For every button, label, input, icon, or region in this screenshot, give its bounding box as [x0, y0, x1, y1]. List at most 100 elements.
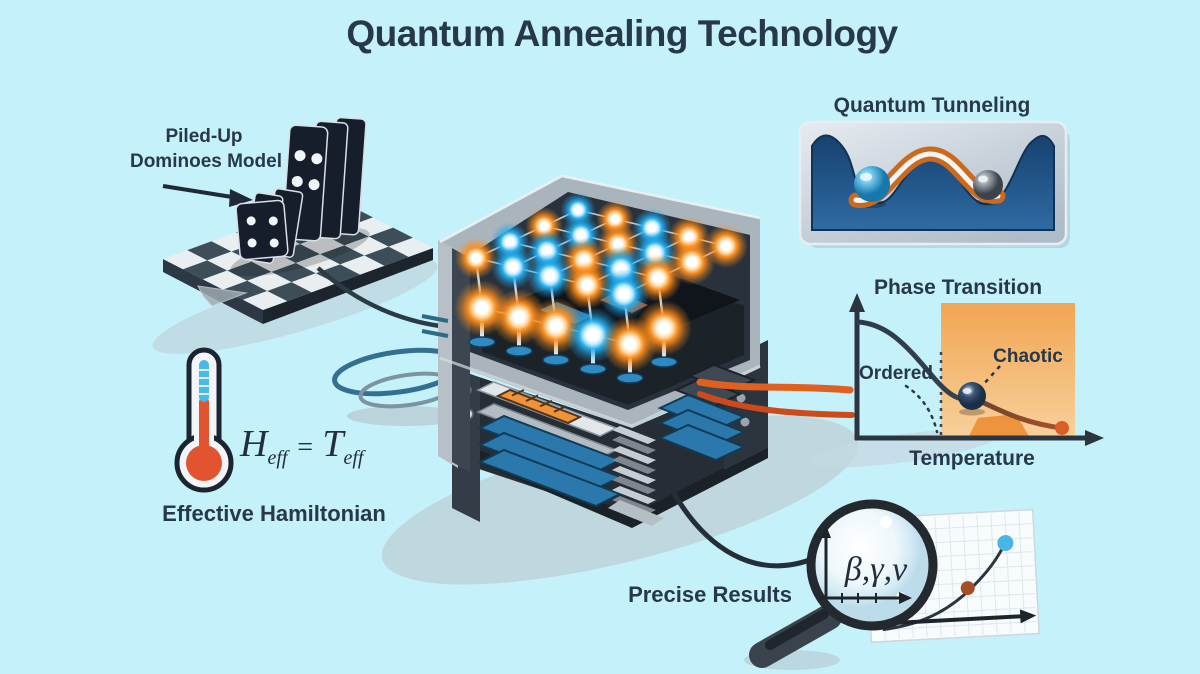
heatsink-fin — [612, 486, 656, 504]
phase-sphere-highlight — [962, 388, 972, 394]
lattice-node — [598, 268, 650, 320]
dominoes-label-line1: Piled-Up — [165, 126, 242, 147]
checker-square — [271, 263, 316, 283]
chaotic-region-blob — [968, 414, 1030, 438]
checker-square — [243, 290, 288, 310]
orange-cable-bottom — [697, 391, 855, 418]
circuit-slab — [657, 423, 747, 462]
blue-particle — [854, 166, 890, 202]
stub-wire — [421, 329, 449, 338]
checker-square — [163, 250, 208, 270]
screw-icon — [740, 417, 750, 427]
checker-square — [340, 255, 385, 275]
tunneling-title: Quantum Tunneling — [834, 94, 1031, 117]
domino-front — [235, 199, 289, 261]
heatsink-fin — [612, 496, 656, 514]
board-side-front — [263, 248, 433, 324]
formula-h-sub: eff — [267, 447, 289, 469]
phase-curve — [855, 319, 1065, 431]
hamiltonian-section: Heff=Teff Effective Hamiltonian — [162, 347, 386, 526]
circuit-slab — [477, 448, 623, 508]
checker-square — [183, 260, 228, 280]
lattice-node — [526, 252, 574, 300]
grid-line — [990, 513, 998, 634]
wire-machine-to-magnifier — [669, 487, 818, 569]
checker-square — [187, 241, 232, 261]
formula-equals: = — [295, 432, 314, 463]
checker-square — [275, 243, 321, 264]
screw-icon — [736, 393, 746, 403]
heatsink — [608, 426, 664, 526]
thermometer-icon — [174, 347, 234, 493]
lattice-node — [491, 245, 535, 289]
lattice-base — [579, 363, 607, 375]
orange-cable-top — [696, 378, 854, 394]
page-title: Quantum Annealing Technology — [346, 13, 898, 54]
gray-particle — [973, 170, 1003, 200]
board-arrow-icon — [197, 285, 248, 307]
lattice-base — [542, 354, 570, 366]
phase-x-arrow — [1085, 430, 1104, 446]
checker-square — [267, 282, 312, 302]
rim-top-highlight — [439, 174, 761, 244]
heatsink-cap — [608, 500, 664, 526]
checker-square — [300, 235, 345, 255]
phase-transition-chart: Phase Transition Ordered Chaotic Tempera… — [849, 276, 1104, 470]
orange-indicator-bar — [495, 388, 583, 425]
temperature-label: Temperature — [909, 447, 1035, 470]
phase-sphere — [958, 382, 986, 410]
grid-line — [1004, 513, 1012, 633]
lattice-node — [455, 237, 497, 279]
checker-square — [344, 236, 389, 256]
checker-square — [203, 270, 248, 290]
heatsink-fin — [612, 476, 656, 494]
magnifier-lens: β,γ,ν — [806, 499, 938, 631]
checker-square — [364, 246, 409, 266]
grid-line — [976, 514, 984, 635]
formula-t: T — [322, 423, 346, 465]
checker-square — [251, 252, 296, 272]
dominoes-scene: Piled-Up Dominoes Model — [130, 116, 433, 324]
heatsink-fin — [612, 436, 656, 454]
grid-line — [934, 516, 942, 637]
phase-end-dot — [1055, 421, 1069, 435]
chamber-left-pillar-inner — [452, 248, 470, 472]
heatsink-fin — [612, 446, 656, 464]
grid-line — [948, 515, 956, 636]
precise-results-label: Precise Results — [628, 582, 792, 607]
lattice-base — [505, 345, 533, 357]
stub-wire — [421, 314, 449, 323]
annealer-machine — [438, 174, 768, 528]
lens-symbols: β,γ,ν — [844, 551, 908, 588]
graph-x-arrow — [1019, 609, 1037, 624]
sphere-shadow — [959, 408, 985, 416]
precise-results-section: Precise Results — [628, 499, 1040, 668]
lens-speck — [880, 516, 892, 528]
wire-board-to-machine — [316, 266, 441, 329]
results-dot-brown — [960, 581, 975, 596]
lens-mini-axes — [820, 525, 912, 604]
results-dot-blue — [997, 535, 1014, 552]
tunneling-panel: Quantum Tunneling — [798, 94, 1070, 248]
grid-line — [872, 621, 1037, 631]
magnifier-handle-shade — [765, 609, 829, 650]
checker-square — [315, 264, 361, 284]
ordered-pointer — [904, 384, 939, 434]
grid-line — [962, 515, 970, 636]
checker-square — [388, 237, 433, 257]
formula-h: H — [239, 423, 270, 465]
checker-square — [247, 271, 292, 291]
checker-square — [320, 245, 365, 265]
qubit-lattice — [454, 192, 748, 384]
dominoes-arrow — [162, 184, 233, 199]
coil-shadow — [347, 406, 463, 426]
gray-particle-highlight — [978, 175, 988, 183]
chaotic-label: Chaotic — [993, 346, 1063, 367]
lattice-node-front — [636, 300, 692, 356]
lattice-base — [650, 356, 678, 368]
checker-square — [227, 261, 272, 281]
hamiltonian-caption: Effective Hamiltonian — [162, 501, 386, 526]
checker-square — [295, 254, 341, 274]
